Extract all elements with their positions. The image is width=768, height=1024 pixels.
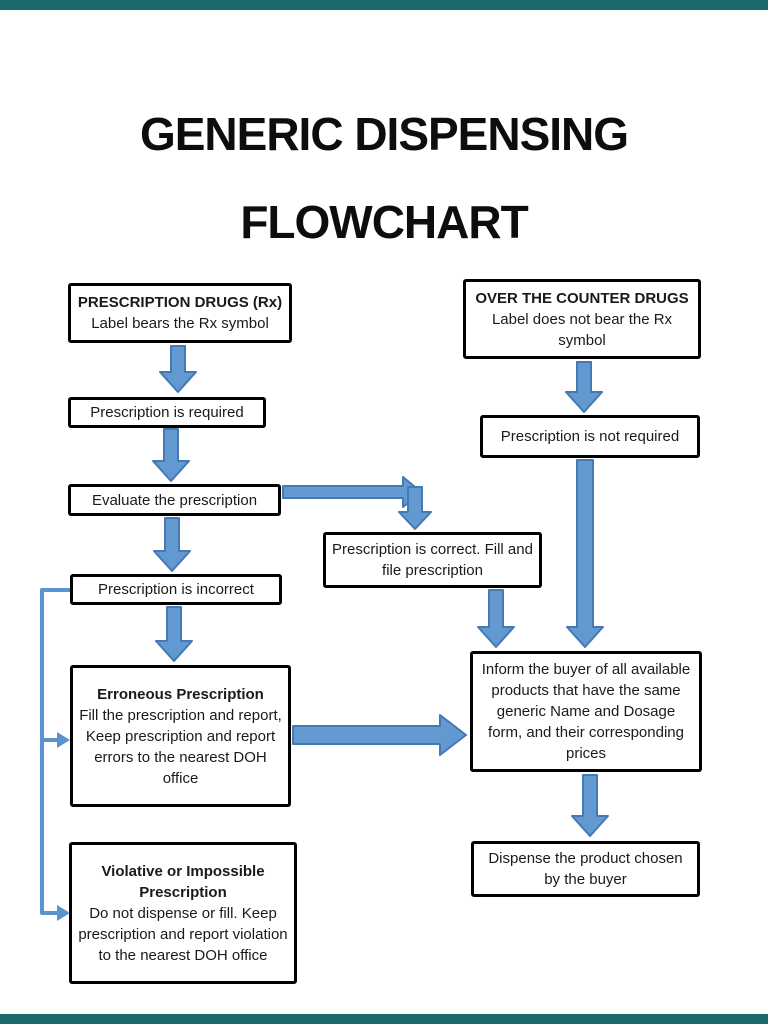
node-prescription-incorrect-label: Prescription is incorrect	[98, 581, 254, 598]
node-erroneous-body2: Keep prescription and report errors to t…	[85, 727, 276, 787]
top-edge-bar	[0, 0, 768, 10]
node-prescription-required: Prescription is required	[68, 397, 266, 428]
title-line-2: FLOWCHART	[240, 196, 528, 248]
node-prescription-not-required: Prescription is not required	[480, 415, 700, 458]
arrow-evaluate-right	[282, 476, 422, 508]
node-prescription-drugs-title: PRESCRIPTION DRUGS (Rx)	[77, 294, 283, 311]
node-prescription-required-label: Prescription is required	[90, 404, 244, 421]
node-inform-buyer-label: Inform the buyer of all available produc…	[481, 661, 691, 762]
node-prescription-drugs-subtitle: Label bears the Rx symbol	[91, 315, 269, 332]
node-dispense-product: Dispense the product chosen by the buyer	[471, 841, 700, 897]
node-otc-drugs: OVER THE COUNTER DRUGS Label does not be…	[463, 279, 701, 359]
title-line-1: GENERIC DISPENSING	[139, 108, 629, 160]
arrow-inform-to-dispense	[571, 774, 609, 837]
arrow-incorrect-to-erroneous	[155, 606, 193, 662]
node-evaluate-prescription: Evaluate the prescription	[68, 484, 281, 516]
node-otc-title: OVER THE COUNTER DRUGS	[475, 289, 689, 307]
arrow-correct-to-inform	[477, 589, 515, 648]
arrow-erroneous-to-inform	[292, 714, 467, 756]
arrow-elbow-down-to-correct	[398, 486, 432, 530]
node-prescription-incorrect: Prescription is incorrect	[70, 574, 282, 605]
node-violative-body: Do not dispense or fill. Keep prescripti…	[78, 904, 288, 964]
node-prescription-drugs: PRESCRIPTION DRUGS (Rx) Label bears the …	[68, 283, 292, 343]
arrow-notrequired-to-inform	[566, 459, 604, 648]
bottom-edge-bar	[0, 1014, 768, 1024]
node-inform-buyer: Inform the buyer of all available produc…	[470, 651, 702, 772]
node-prescription-not-required-label: Prescription is not required	[500, 428, 680, 445]
node-otc-subtitle: Label does not bear the Rx symbol	[491, 310, 673, 349]
connector-incorrect-branch-line	[40, 588, 70, 915]
arrow-evaluate-to-incorrect	[153, 517, 191, 572]
arrow-rx-to-required	[159, 345, 197, 393]
node-prescription-correct: Prescription is correct. Fill and file p…	[323, 532, 542, 588]
node-violative-prescription: Violative or Impossible Prescription Do …	[69, 842, 297, 984]
node-dispense-product-label: Dispense the product chosen by the buyer	[488, 850, 683, 888]
arrow-required-to-evaluate	[152, 428, 190, 482]
node-violative-title: Violative or Impossible Prescription	[101, 862, 265, 901]
node-erroneous-prescription: Erroneous Prescription Fill the prescrip…	[70, 665, 291, 807]
node-erroneous-title: Erroneous Prescription	[97, 685, 264, 703]
connector-arrowhead-erroneous	[57, 732, 70, 748]
arrow-otc-to-notrequired	[565, 361, 603, 413]
node-evaluate-prescription-label: Evaluate the prescription	[91, 491, 258, 509]
node-erroneous-body1: Fill the prescription and report,	[79, 706, 282, 724]
node-prescription-correct-label: Prescription is correct. Fill and file p…	[332, 541, 533, 579]
page-title: GENERIC DISPENSING FLOWCHART	[0, 90, 768, 266]
